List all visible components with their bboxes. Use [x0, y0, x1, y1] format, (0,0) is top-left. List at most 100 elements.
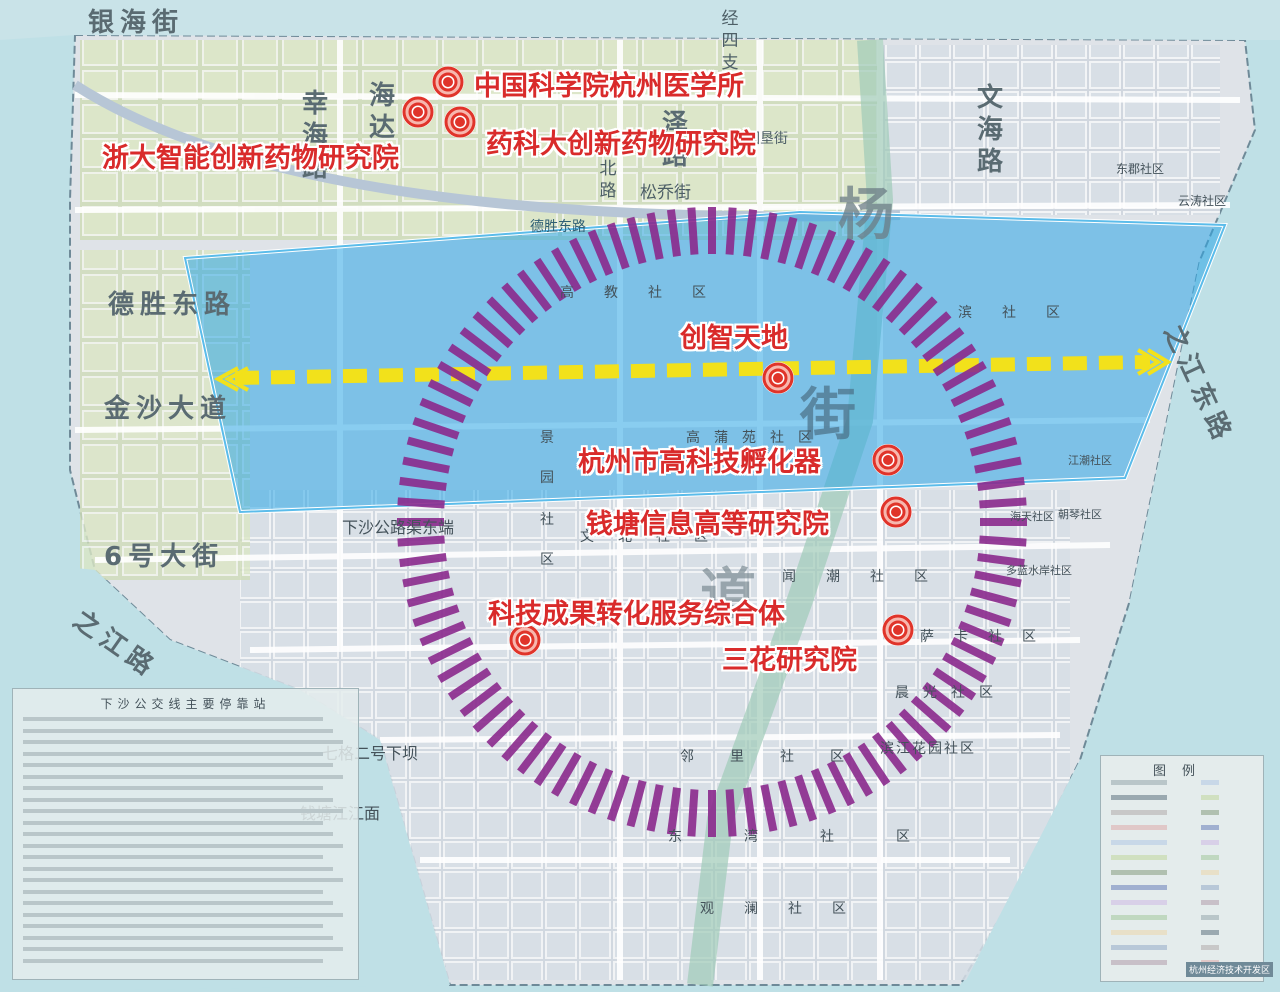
legend-swatch: [1111, 915, 1167, 920]
poi-marker-qiantang-info[interactable]: [880, 496, 912, 528]
ring-spoke: [977, 476, 1025, 491]
poi-label-zju: 浙大智能创新药物研究院: [102, 143, 399, 174]
legend-swatch: [1111, 795, 1167, 800]
poi-marker-cas-hangzhou-medicine[interactable]: [432, 66, 464, 98]
legend-swatch: [1201, 945, 1219, 950]
road-label-haida: 海达路: [368, 81, 395, 175]
bus-table-row: [23, 935, 333, 940]
ring-spoke: [402, 456, 450, 474]
road-label-wenhai: 文海路: [976, 83, 1003, 177]
road-label-zeixbei: 泽北路: [599, 137, 617, 201]
ring-spoke: [397, 535, 445, 547]
ring-spoke: [932, 343, 977, 377]
ring-spoke: [646, 784, 664, 832]
legend-swatch: [1111, 885, 1167, 890]
axis-arrow: [213, 348, 1172, 392]
ring-spoke: [447, 667, 492, 701]
legend-title: 图例: [1152, 764, 1211, 779]
map-legend: 图例: [1100, 755, 1264, 982]
bus-stop-title: 下沙公交线主要停靠站: [100, 697, 271, 711]
community-wenbei: 文北社区: [580, 529, 732, 545]
ring-spoke: [950, 636, 997, 665]
legend-swatch: [1111, 930, 1167, 935]
bus-table-row: [23, 855, 323, 859]
ring-spoke: [459, 681, 502, 717]
ring-spoke: [397, 497, 445, 509]
legend-swatch: [1201, 840, 1219, 845]
ring-spoke: [974, 570, 1022, 588]
ring-spoke: [533, 257, 567, 302]
ring-spoke: [910, 695, 952, 733]
bus-table-row: [23, 958, 323, 963]
poi-marker-incubator[interactable]: [872, 444, 904, 476]
poi-marker-tech-transfer[interactable]: [509, 624, 541, 656]
ring-spoke: [472, 695, 514, 733]
legend-swatch: [1111, 945, 1167, 950]
ring-spoke: [472, 311, 514, 349]
community-jiangchao: 江潮社区: [1068, 454, 1112, 467]
bus-table-row: [23, 947, 343, 951]
bus-table-row: [23, 901, 333, 905]
ring-spoke: [969, 436, 1018, 457]
map-credit: 杭州经济技术开发区: [1186, 962, 1274, 977]
road-label-desheng-small: 德胜东路: [530, 219, 586, 235]
road-label-songqiao: 松乔街: [640, 183, 691, 203]
bus-table-row: [23, 717, 323, 721]
community-duomei: 多蓝水岸社区: [1006, 564, 1072, 577]
ring-spoke: [501, 282, 539, 324]
poi-marker-chuangzhi[interactable]: [762, 362, 794, 394]
bus-table-row: [23, 786, 323, 790]
legend-swatch: [1111, 780, 1167, 785]
ring-spoke: [898, 296, 938, 336]
community-gaojiao: 高教社区: [560, 285, 736, 301]
community-haitian: 海天社区: [1010, 510, 1054, 523]
poi-label-cpu: 药科大创新药物研究院: [486, 129, 756, 160]
ring-spoke: [810, 768, 837, 815]
poi-marker-zju-drug[interactable]: [402, 96, 434, 128]
ring-spoke: [826, 237, 855, 284]
ring-spoke: [857, 742, 891, 787]
road-label-yinhai: 银海街: [88, 8, 185, 38]
bus-stop-table: 下沙公交线主要停靠站: [12, 688, 359, 980]
district-char-jie: 街: [800, 383, 856, 448]
poi-markers: [402, 66, 914, 656]
bus-table-row: [23, 763, 333, 767]
ring-spoke: [777, 779, 798, 828]
poi-label-sanhua: 三花研究院: [722, 645, 857, 676]
ring-spoke: [501, 720, 539, 762]
ring-spoke: [606, 774, 630, 822]
ring-spoke: [885, 282, 923, 324]
ring-spoke: [569, 237, 598, 284]
ring-spoke: [760, 212, 778, 260]
ring-spoke: [606, 222, 630, 270]
bus-table-row: [23, 866, 333, 871]
legend-swatch: [1111, 825, 1167, 830]
poi-marker-cpu-drug[interactable]: [444, 106, 476, 138]
ring-spoke: [842, 752, 873, 797]
poi-marker-sanhua[interactable]: [882, 614, 914, 646]
community-bin: 滨社区: [958, 305, 1090, 321]
ring-spoke: [533, 742, 567, 787]
community-sa: 萨卡社区: [920, 629, 1056, 645]
ring-spoke: [517, 269, 553, 312]
community-linli: 邻里社区: [680, 749, 880, 765]
poi-label-incubator: 杭州市高科技孵化器: [578, 447, 821, 478]
legend-swatch: [1111, 810, 1167, 815]
ring-spoke: [910, 311, 952, 349]
ring-spoke: [687, 789, 699, 837]
community-chenguang: 晨光社区: [895, 685, 1007, 701]
ring-spoke: [626, 779, 647, 828]
ring-spoke: [871, 269, 907, 312]
ring-spoke: [427, 379, 474, 408]
legend-swatch: [1111, 840, 1167, 845]
ring-spoke: [666, 209, 681, 257]
bus-table-row: [23, 924, 323, 928]
community-binjiang: 滨江花园社区: [880, 741, 976, 757]
ring-spoke: [898, 708, 938, 748]
legend-swatch: [1201, 915, 1219, 920]
bus-table-row: [23, 740, 343, 744]
ring-spoke: [412, 604, 460, 628]
road-label-jinsha: 金沙大道: [104, 394, 233, 424]
ring-spoke: [399, 553, 447, 568]
